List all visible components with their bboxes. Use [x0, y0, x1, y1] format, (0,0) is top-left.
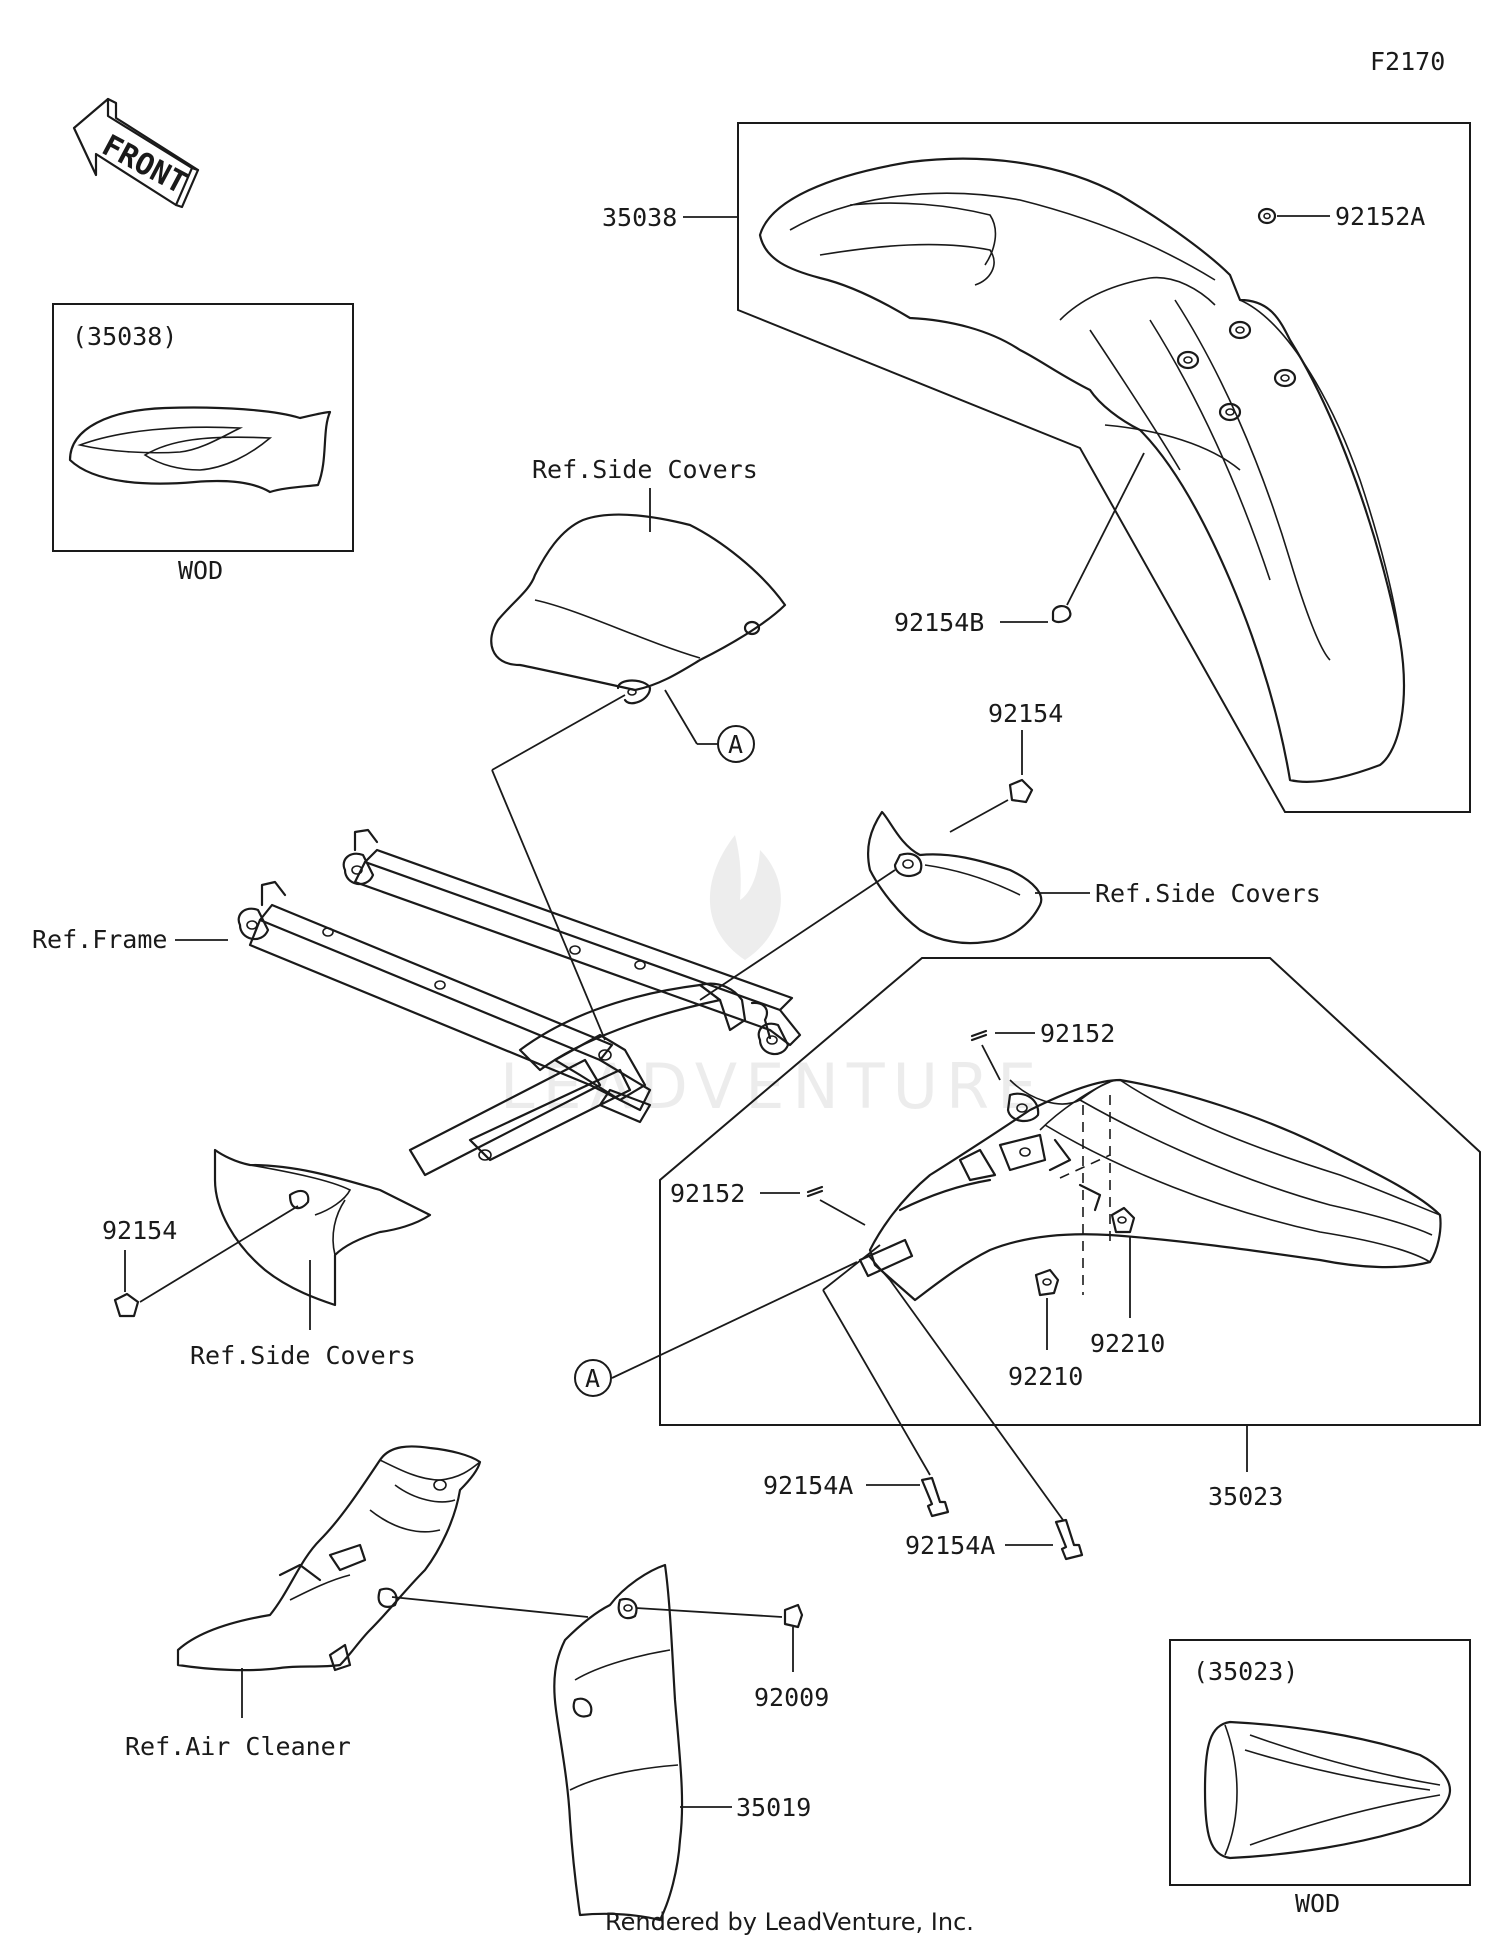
front-fender-group: 35038 92152A 92154B	[602, 122, 1471, 813]
inset-front-fender-part: (35038)	[72, 322, 177, 351]
label-rear-fender: 35023	[1208, 1482, 1283, 1511]
label-front-fender: 35038	[602, 203, 677, 232]
inset-front-fender-graphic-2	[143, 436, 273, 471]
inset-front-fender-graphic	[77, 426, 244, 454]
label-side-cover-upper: Ref.Side Covers	[532, 455, 758, 484]
inset-rear-fender-box	[1169, 1639, 1471, 1886]
inset-front-fender-shape	[68, 406, 332, 494]
inset-front-fender-note: WOD	[178, 556, 223, 585]
label-front-fender-grommet: 92152A	[1335, 202, 1425, 231]
callout-a-upper-text: A	[728, 730, 743, 759]
bolt-92154a-2-icon	[1054, 1518, 1084, 1561]
front-fender-shape	[758, 157, 1406, 783]
front-arrow-icon: FRONT	[72, 97, 200, 209]
side-cover-right-shape	[866, 810, 1043, 945]
label-rear-fender-bolt-1: 92154A	[763, 1471, 853, 1500]
front-fender-box	[737, 122, 1471, 813]
credit-text: Rendered by LeadVenture, Inc.	[605, 1908, 974, 1936]
inset-rear-fender-note: WOD	[1295, 1889, 1340, 1918]
side-cover-upper-shape	[490, 513, 787, 692]
mud-guard: 92009 35019	[553, 1563, 829, 1922]
side-cover-left-shape	[213, 1148, 432, 1307]
label-rear-fender-grommet-top: 92152	[1040, 1019, 1115, 1048]
frame: Ref.Frame	[32, 828, 802, 1177]
frame-lower-strut	[408, 1058, 602, 1177]
side-cover-upper: Ref.Side Covers A	[490, 455, 787, 1041]
grommet-92152-top-icon	[970, 1029, 988, 1038]
air-cleaner-shape	[176, 1445, 482, 1672]
inset-front-fender-box	[52, 303, 354, 552]
screw-92009-icon	[783, 1603, 804, 1629]
inset-front-fender: (35038) WOD	[52, 303, 354, 585]
bolt-92154b-icon	[1051, 605, 1072, 624]
grommet-92152a	[1257, 207, 1277, 225]
label-side-cover-left: Ref.Side Covers	[190, 1341, 416, 1370]
bolt-92154a-1-icon	[920, 1476, 950, 1518]
front-fender-hole	[1176, 350, 1200, 370]
grommet-92152-left-icon	[806, 1185, 824, 1194]
label-mud-guard: 35019	[736, 1793, 811, 1822]
callout-a-lower-text: A	[585, 1364, 600, 1393]
mud-guard-shape	[553, 1563, 684, 1922]
label-nut-right: 92210	[1090, 1329, 1165, 1358]
label-guard-screw: 92009	[754, 1683, 829, 1712]
nut-92210-left-icon	[1034, 1268, 1060, 1297]
label-rear-fender-bolt-2: 92154A	[905, 1531, 995, 1560]
rear-fender-box	[659, 957, 1481, 1426]
label-side-cover-bolt-left: 92154	[102, 1216, 177, 1245]
nut-92210-right-icon	[1110, 1206, 1136, 1234]
side-cover-left: 92154 Ref.Side Covers	[102, 1148, 432, 1370]
label-side-cover-right: Ref.Side Covers	[1095, 879, 1321, 908]
label-frame: Ref.Frame	[32, 925, 167, 954]
callout-a-lower	[574, 1359, 612, 1397]
side-cover-right: 92154 Ref.Side Covers	[699, 699, 1321, 1001]
air-cleaner: Ref.Air Cleaner	[125, 1445, 589, 1761]
inset-rear-fender: (35023) WOD	[1169, 1639, 1471, 1918]
callout-a-upper	[717, 725, 755, 763]
inset-rear-fender-part: (35023)	[1193, 1657, 1298, 1686]
bolt-92154-left-icon	[113, 1292, 140, 1318]
label-rear-fender-grommet-left: 92152	[670, 1179, 745, 1208]
label-front-fender-bolt: 92154B	[894, 608, 984, 637]
label-side-cover-bolt-right: 92154	[988, 699, 1063, 728]
watermark: LEADVENTURE	[500, 835, 1036, 1123]
inset-rear-fender-shape	[1203, 1720, 1452, 1860]
label-nut-left: 92210	[1008, 1362, 1083, 1391]
diagram-code: F2170	[1370, 47, 1445, 76]
bolt-92154-right-icon	[1008, 778, 1034, 804]
rear-fender-group: 35023 92152 92152 92210	[574, 957, 1481, 1521]
label-air-cleaner: Ref.Air Cleaner	[125, 1732, 351, 1761]
bolts-92154a: 92154A 92154A	[763, 1471, 1084, 1561]
